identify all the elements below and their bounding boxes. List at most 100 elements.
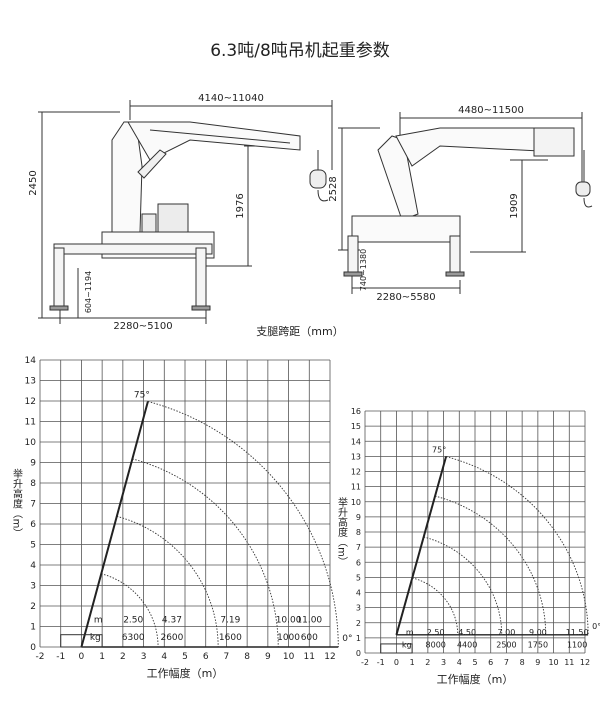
- crane-base-sketch: [380, 643, 413, 654]
- x-tick-label: 4: [161, 652, 167, 662]
- load-value: 4400: [457, 641, 477, 650]
- unit-label-kg: kg: [90, 633, 101, 643]
- y-tick-label: 3: [356, 604, 361, 613]
- y-tick-label: 7: [30, 500, 36, 510]
- x-tick-label: 4: [457, 658, 462, 667]
- y-tick-label: 6: [356, 558, 361, 567]
- x-tick-label: 2: [425, 658, 430, 667]
- x-tick-label: -2: [36, 652, 45, 662]
- x-tick-label: 9: [265, 652, 271, 662]
- max-angle-label: 75°: [432, 446, 446, 455]
- height-label: 2450: [28, 170, 39, 195]
- y-tick-label: 7: [356, 543, 361, 552]
- radius-value: 2.50: [123, 615, 143, 625]
- y-tick-label: 13: [25, 377, 36, 387]
- working-arc: [412, 577, 459, 635]
- x-tick-label: 8: [520, 658, 525, 667]
- y-tick-label: 1: [30, 623, 36, 633]
- x-tick-label: -1: [377, 658, 385, 667]
- x-tick-label: 11: [304, 652, 315, 662]
- height-label: 2528: [328, 176, 339, 201]
- max-angle-label: 75°: [134, 390, 150, 400]
- reach-label: 4480~11500: [458, 105, 524, 116]
- x-tick-label: 10: [283, 652, 295, 662]
- span-label: 2280~5100: [113, 321, 172, 332]
- radius-value: 4.37: [162, 615, 182, 625]
- load-value: 8000: [426, 641, 446, 650]
- unit-label-m: m: [94, 615, 103, 625]
- y-tick-label: 13: [351, 452, 361, 461]
- load-value: 2600: [160, 633, 183, 643]
- x-tick-label: 11: [564, 658, 574, 667]
- radius-value: 4.50: [458, 628, 476, 637]
- x-tick-label: -2: [361, 658, 369, 667]
- load-value: 1750: [528, 641, 548, 650]
- unit-label-kg: kg: [402, 641, 412, 650]
- x-tick-label: 0: [79, 652, 85, 662]
- x-tick-label: 3: [141, 652, 147, 662]
- boom-line-max-angle: [80, 401, 149, 648]
- y-tick-label: 14: [25, 356, 37, 366]
- x-tick-label: 6: [203, 652, 209, 662]
- working-arc: [423, 536, 503, 635]
- y-tick-label: 8: [30, 479, 36, 489]
- crane-column: [377, 135, 419, 221]
- working-arc: [101, 573, 159, 648]
- page-title: 6.3吨/8吨吊机起重参数: [210, 41, 390, 61]
- y-tick-label: 5: [30, 541, 36, 551]
- outrigger-right: [195, 247, 207, 309]
- y-tick-label: 14: [351, 437, 361, 446]
- radius-value: 2.50: [427, 628, 445, 637]
- outrigger-left: [53, 247, 65, 309]
- y-tick-label: 16: [351, 407, 361, 416]
- load-value: 600: [301, 633, 318, 643]
- load-value: 6300: [122, 633, 145, 643]
- y-axis-label: 举升高度（m）: [336, 496, 348, 567]
- x-axis-label: 工作幅度（m）: [147, 666, 224, 680]
- y-tick-label: 10: [25, 438, 37, 448]
- load-value: 1100: [567, 641, 587, 650]
- x-tick-label: 6: [488, 658, 493, 667]
- x-tick-label: 9: [535, 658, 540, 667]
- drawing-caption: 支腿跨距（mm）: [256, 325, 343, 338]
- y-tick-label: 4: [30, 561, 36, 571]
- hook-height-label: 1909: [509, 193, 520, 218]
- boom-line-max-angle: [395, 456, 448, 636]
- x-tick-label: 12: [324, 652, 335, 662]
- x-tick-label: 10: [548, 658, 558, 667]
- x-tick-label: 1: [99, 652, 105, 662]
- y-tick-label: 2: [30, 602, 36, 612]
- crane-boom: [127, 121, 301, 161]
- y-tick-label: 9: [30, 459, 36, 469]
- outrigger-left: [347, 235, 359, 275]
- x-tick-label: 1: [410, 658, 415, 667]
- y-tick-label: 3: [30, 582, 36, 592]
- load-value: 1000: [277, 633, 300, 643]
- y-tick-label: 1: [356, 634, 361, 643]
- y-tick-label: 8: [356, 528, 361, 537]
- x-tick-label: 7: [224, 652, 230, 662]
- x-tick-label: 0: [394, 658, 399, 667]
- x-tick-label: 8: [244, 652, 250, 662]
- y-tick-label: 5: [356, 573, 361, 582]
- x-tick-label: 5: [472, 658, 477, 667]
- load-value: 2500: [496, 641, 516, 650]
- unit-label-m: m: [406, 628, 414, 637]
- outrigger-height-label: 604~1194: [84, 271, 93, 313]
- working-arc: [116, 515, 219, 648]
- radius-value: 7.19: [220, 615, 240, 625]
- min-angle-label: 0°: [342, 634, 352, 644]
- min-angle-label: 0°: [592, 622, 600, 631]
- crane-base: [351, 215, 461, 243]
- y-tick-label: 11: [351, 483, 361, 492]
- y-tick-label: 12: [25, 397, 36, 407]
- radius-value: 11.50: [566, 628, 589, 637]
- hook-height-label: 1976: [235, 193, 246, 218]
- working-arc: [445, 456, 589, 635]
- outrigger-height-label: 740~1380: [359, 249, 368, 291]
- working-arc: [132, 458, 279, 648]
- x-tick-label: 7: [504, 658, 509, 667]
- x-tick-label: 12: [580, 658, 590, 667]
